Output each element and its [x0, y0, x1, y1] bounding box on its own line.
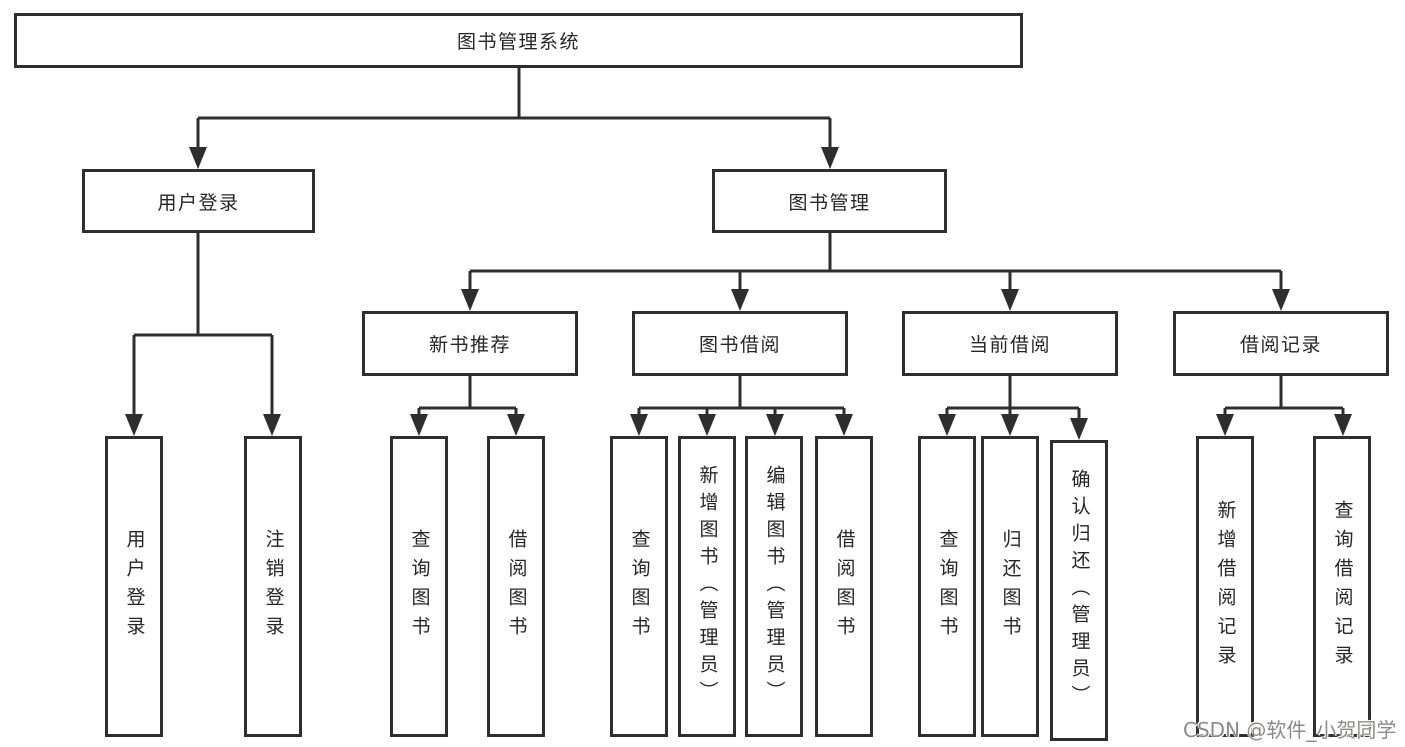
leaf-query-books-current: 查询图书 — [918, 436, 976, 737]
leaf-add-borrow-record: 新增借阅记录 — [1196, 436, 1254, 737]
leaf-borrow-books: 借阅图书 — [815, 436, 873, 737]
csdn-watermark: CSDN @软件_小贺同学 — [1183, 718, 1397, 742]
leaf-query-books-current-label: 查询图书 — [936, 528, 959, 645]
node-user-login: 用户登录 — [82, 169, 315, 233]
node-current-borrow: 当前借阅 — [902, 311, 1118, 376]
leaf-confirm-return-admin-label: 确认归还（管理员） — [1068, 469, 1091, 712]
leaf-query-books-borrow-label: 查询图书 — [628, 528, 651, 645]
leaf-query-books-borrow: 查询图书 — [610, 436, 668, 737]
node-new-book-recommend: 新书推荐 — [362, 311, 578, 376]
node-book-management: 图书管理 — [712, 169, 947, 233]
leaf-edit-book-admin-label: 编辑图书（管理员） — [763, 465, 786, 708]
leaf-borrow-books-recommend-label: 借阅图书 — [505, 528, 528, 645]
leaf-query-borrow-record-label: 查询借阅记录 — [1331, 499, 1354, 674]
node-user-login-label: 用户登录 — [157, 191, 240, 214]
leaf-return-books: 归还图书 — [981, 436, 1039, 737]
arrowheads — [125, 147, 1352, 440]
leaf-confirm-return-admin: 确认归还（管理员） — [1050, 440, 1108, 741]
leaf-add-book-admin-label: 新增图书（管理员） — [696, 465, 719, 708]
node-root: 图书管理系统 — [14, 13, 1023, 68]
node-book-borrow-label: 图书借阅 — [698, 334, 781, 356]
leaf-user-login-label: 用户登录 — [123, 528, 146, 645]
leaf-query-books-recommend: 查询图书 — [390, 436, 448, 737]
leaf-logout-login: 注销登录 — [244, 436, 302, 737]
leaf-logout-login-label: 注销登录 — [262, 528, 285, 645]
leaf-user-login: 用户登录 — [105, 436, 163, 737]
node-book-borrow: 图书借阅 — [632, 311, 848, 376]
leaf-query-books-recommend-label: 查询图书 — [408, 528, 431, 645]
leaf-query-borrow-record: 查询借阅记录 — [1313, 436, 1371, 737]
leaf-add-borrow-record-label: 新增借阅记录 — [1214, 499, 1237, 674]
leaf-borrow-books-label: 借阅图书 — [833, 528, 856, 645]
leaf-edit-book-admin: 编辑图书（管理员） — [745, 436, 803, 737]
leaf-add-book-admin: 新增图书（管理员） — [678, 436, 736, 737]
node-new-book-recommend-label: 新书推荐 — [428, 334, 511, 356]
node-borrow-records-label: 借阅记录 — [1239, 334, 1322, 356]
node-book-management-label: 图书管理 — [788, 191, 871, 214]
node-root-label: 图书管理系统 — [456, 31, 580, 53]
node-borrow-records: 借阅记录 — [1173, 311, 1389, 376]
leaf-return-books-label: 归还图书 — [999, 528, 1022, 645]
node-current-borrow-label: 当前借阅 — [968, 334, 1051, 356]
leaf-borrow-books-recommend: 借阅图书 — [487, 436, 545, 737]
